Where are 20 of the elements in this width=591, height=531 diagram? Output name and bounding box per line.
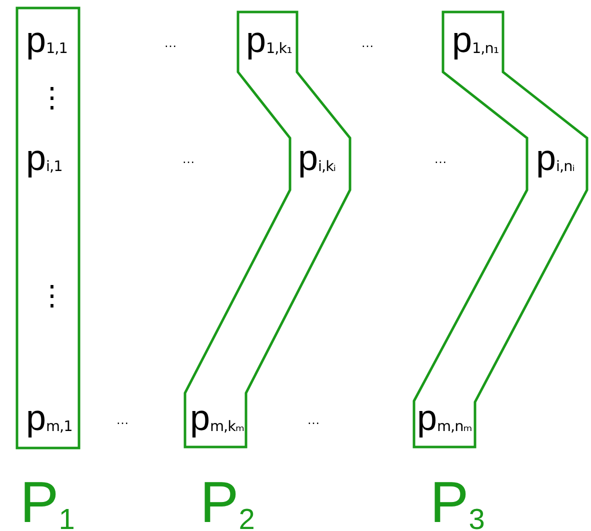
vertical-ellipsis: ⋮ [38, 84, 66, 112]
ellipsis: … [361, 36, 374, 49]
ellipsis: … [434, 152, 447, 165]
ellipsis: … [182, 152, 195, 165]
partition-label: P$_{3}$ [430, 474, 485, 531]
ellipsis: … [116, 413, 129, 426]
element-label: p$_{i,nᵢ}$ [536, 140, 574, 176]
element-label: p$_{i,kᵢ}$ [298, 140, 336, 176]
partition-label: P$_{2}$ [200, 474, 255, 531]
element-label: p$_{m,nₘ}$ [417, 400, 472, 436]
element-label: p$_{1,n₁}$ [452, 22, 499, 58]
element-label: p$_{m,1}$ [26, 400, 72, 436]
element-label: p$_{1,k₁}$ [246, 22, 292, 58]
partition-label: P$_{1}$ [20, 474, 75, 531]
ellipsis: … [164, 36, 177, 49]
element-label: p$_{i,1}$ [26, 140, 62, 176]
ellipsis: … [307, 413, 320, 426]
element-label: p$_{m,kₘ}$ [190, 400, 244, 436]
vertical-ellipsis: ⋮ [38, 282, 66, 310]
element-label: p$_{1,1}$ [26, 22, 68, 58]
